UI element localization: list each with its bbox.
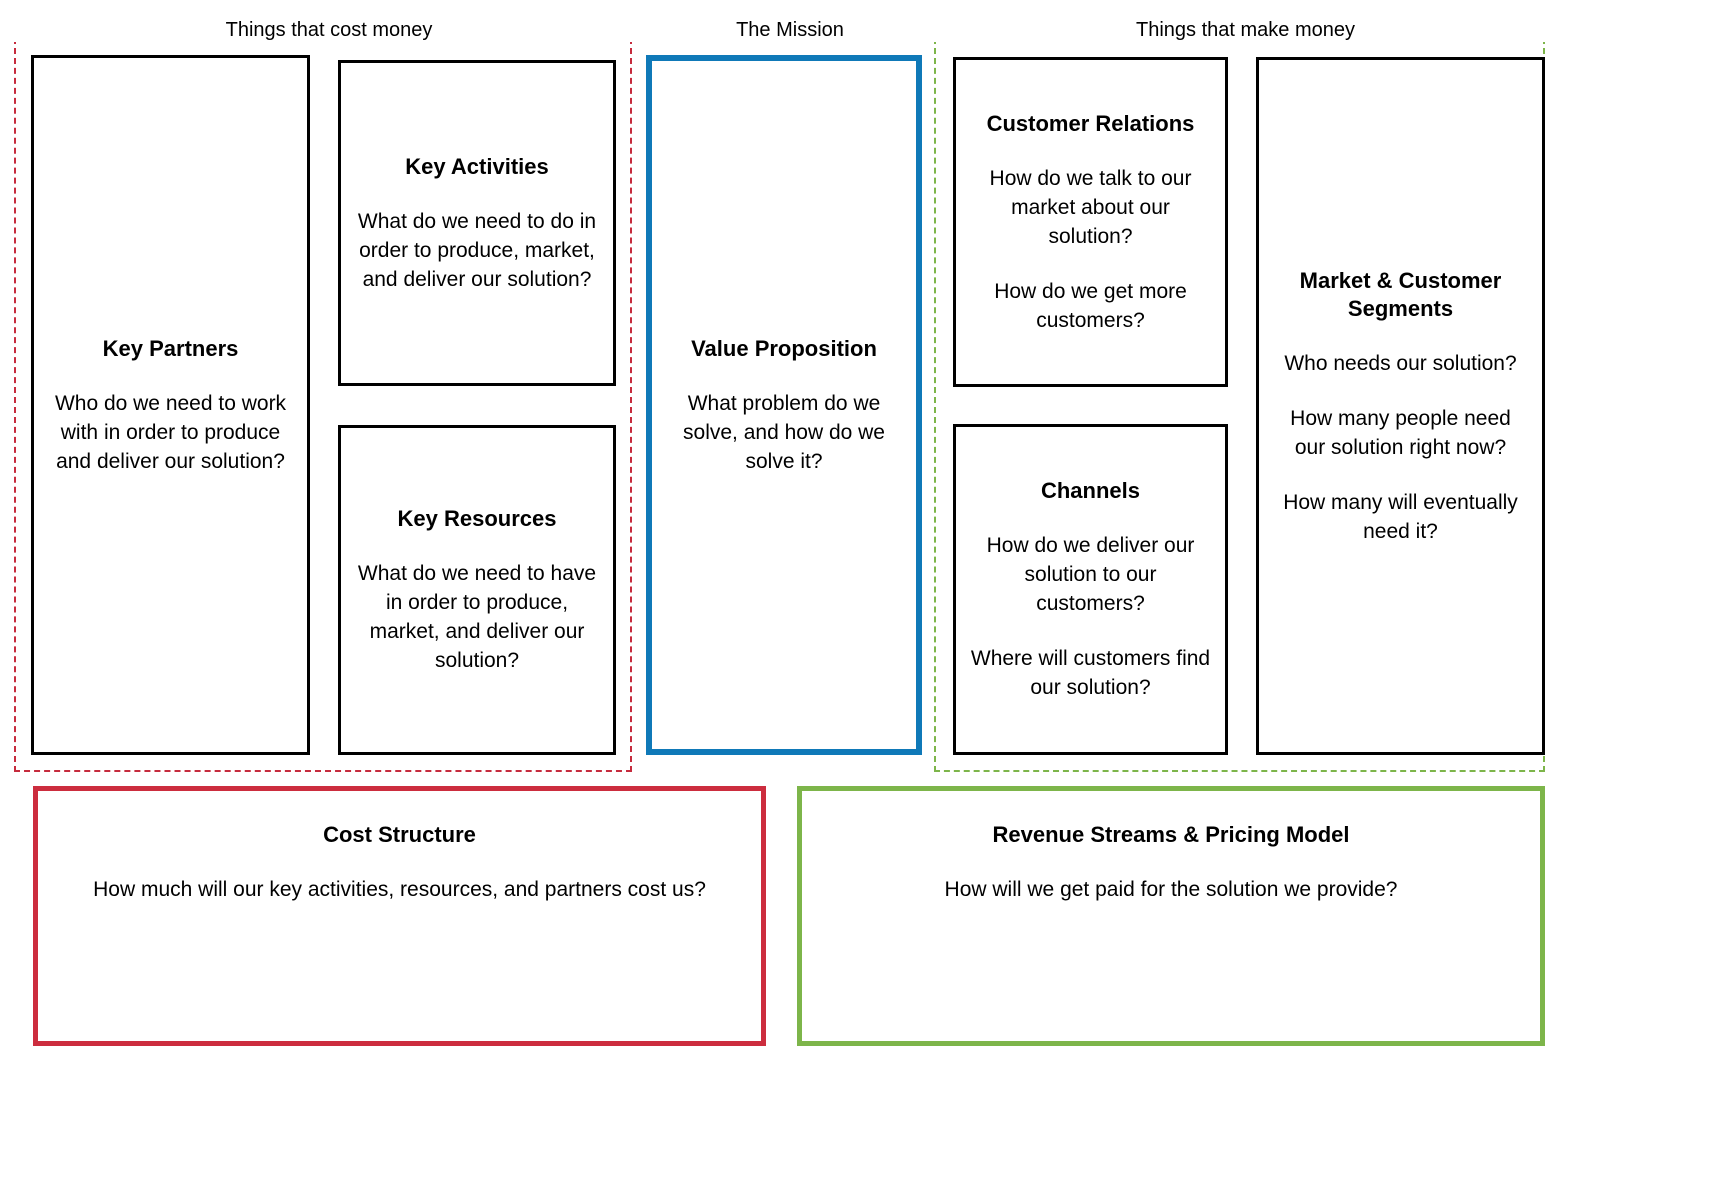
cell-title-key-partners: Key Partners xyxy=(102,335,239,361)
cell-body-key-activities-0: What do we need to do in order to produc… xyxy=(357,209,597,291)
cell-body-market-segments-2: How many will eventually need it? xyxy=(1283,490,1518,543)
cell-body-customer-relations-1: How do we get more customers? xyxy=(994,279,1187,332)
cell-channels[interactable]: Channels How do we deliver our solution … xyxy=(953,424,1228,755)
cell-title-revenue-streams: Revenue Streams & Pricing Model xyxy=(992,822,1350,847)
cell-cost-structure[interactable]: Cost Structure How much will our key act… xyxy=(33,786,766,1046)
cell-key-partners[interactable]: Key Partners Who do we need to work with… xyxy=(31,55,310,755)
cell-body-channels-0: How do we deliver our solution to our cu… xyxy=(986,534,1195,615)
cell-body-customer-relations-0: How do we talk to our market about our s… xyxy=(989,166,1192,248)
cell-title-channels: Channels xyxy=(1040,478,1141,503)
cell-body-market-segments-1: How many people need our solution right … xyxy=(1290,406,1511,459)
cell-title-value-proposition: Value Proposition xyxy=(691,335,877,361)
cell-body-key-resources-0: What do we need to have in order to prod… xyxy=(357,562,597,672)
cell-body-market-segments-0: Who needs our solution? xyxy=(1284,351,1517,375)
cell-key-resources[interactable]: Key Resources What do we need to have in… xyxy=(338,425,616,755)
cell-market-customer-segments[interactable]: Market & Customer Segments Who needs our… xyxy=(1256,57,1545,755)
band-label-cost-money: Things that cost money xyxy=(14,18,644,42)
cell-title-market-customer-segments: Market & Customer Segments xyxy=(1299,267,1502,321)
cell-body-channels-1: Where will customers find our solution? xyxy=(970,647,1211,699)
cell-title-key-activities: Key Activities xyxy=(405,153,549,179)
cell-title-cost-structure: Cost Structure xyxy=(323,822,476,847)
cell-title-customer-relations: Customer Relations xyxy=(986,110,1195,136)
cell-body-key-partners-0: Who do we need to work with in order to … xyxy=(54,391,287,473)
band-label-the-mission: The Mission xyxy=(646,18,934,42)
cell-revenue-streams[interactable]: Revenue Streams & Pricing Model How will… xyxy=(797,786,1545,1046)
cell-body-value-proposition-0: What problem do we solve, and how do we … xyxy=(683,391,885,473)
cell-key-activities[interactable]: Key Activities What do we need to do in … xyxy=(338,60,616,386)
cell-value-proposition[interactable]: Value Proposition What problem do we sol… xyxy=(646,55,922,755)
cell-body-cost-structure-0: How much will our key activities, resour… xyxy=(93,878,706,901)
cell-body-revenue-streams-0: How will we get paid for the solution we… xyxy=(944,878,1398,901)
band-label-make-money: Things that make money xyxy=(934,18,1557,42)
cell-customer-relations[interactable]: Customer Relations How do we talk to our… xyxy=(953,57,1228,387)
cell-title-key-resources: Key Resources xyxy=(397,506,557,531)
